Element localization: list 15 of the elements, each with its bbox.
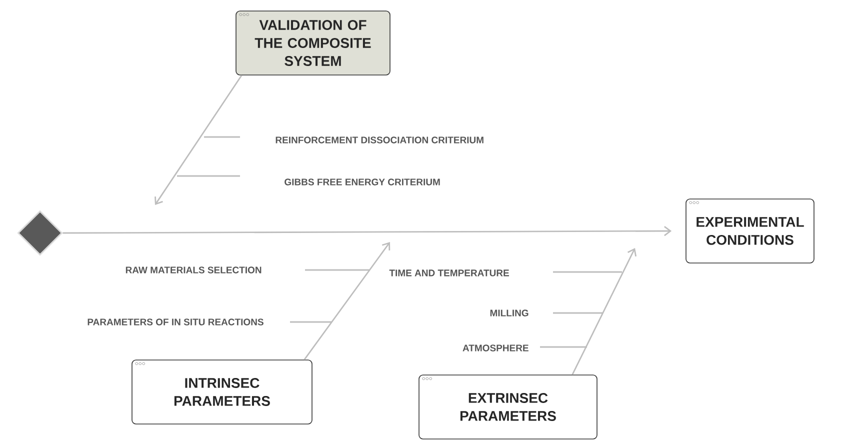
cause-label: REINFORCEMENT DISSOCIATION CRITERIUM xyxy=(276,136,484,144)
branch-arrow xyxy=(154,75,242,205)
cause-label: GIBBS FREE ENERGY CRITERIUM xyxy=(284,178,440,186)
cause-label: RAW MATERIALS SELECTION xyxy=(126,266,262,274)
spine-arrow xyxy=(62,226,672,236)
branch-arrow xyxy=(304,242,390,360)
title-box: VALIDATION OF THE COMPOSITE SYSTEM xyxy=(236,10,390,76)
cause-label: PARAMETERS OF IN SITU REACTIONS xyxy=(88,318,264,326)
title-box: EXPERIMENTAL CONDITIONS xyxy=(686,198,814,264)
title-box: INTRINSEC PARAMETERS xyxy=(132,360,312,424)
cause-label: MILLING xyxy=(490,310,528,316)
branch-arrow xyxy=(572,248,637,375)
title-box: EXTRINSEC PARAMETERS xyxy=(418,374,598,440)
cause-label: ATMOSPHERE xyxy=(462,344,528,352)
cause-label: TIME AND TEMPERATURE xyxy=(389,270,509,276)
